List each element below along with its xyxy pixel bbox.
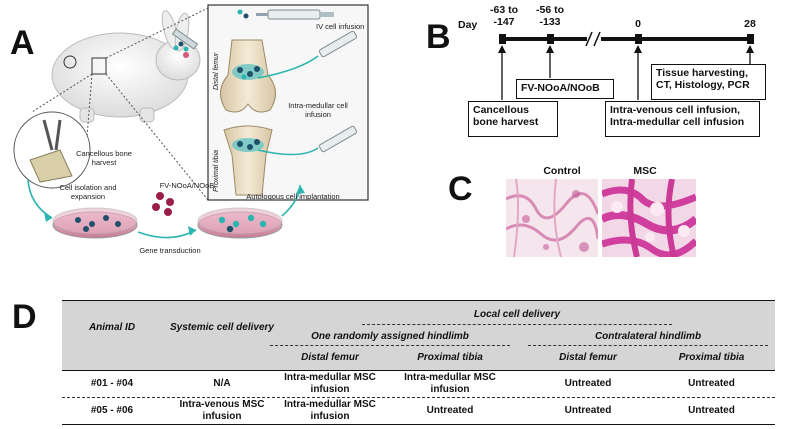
- harvest-box: Cancellous bone harvest: [468, 101, 558, 137]
- rabbit-illustration: [51, 10, 201, 123]
- header-systemic: Systemic cell delivery: [170, 322, 274, 333]
- panel-letter-a: A: [10, 24, 35, 62]
- iv-infusion-label: IV cell infusion: [316, 22, 365, 31]
- intra-medullar-label: Intra-medullar cell infusion: [288, 101, 348, 119]
- gene-transduction-label: Gene transduction: [139, 246, 201, 255]
- header-local: Local cell delivery: [473, 309, 561, 320]
- panel-a-illustration: [13, 4, 369, 239]
- row1-assigned-femur: Intra-medullar MSC infusion: [284, 372, 376, 395]
- iv-syringe-icon: [237, 9, 334, 20]
- tissue-box: Tissue harvesting, CT, Histology, PCR: [651, 64, 766, 100]
- timeline-day-label: Day: [458, 19, 478, 31]
- header-contra-femur: Distal femur: [559, 352, 617, 363]
- fv-label: FV-NOoA/NOoB: [159, 181, 215, 190]
- infusion-box: Intra-venous cell infusion, Intra-medull…: [605, 101, 760, 137]
- femur-illustration: [220, 39, 276, 113]
- row2-contra-femur: Untreated: [564, 405, 612, 416]
- femur-syringe-icon: [257, 30, 358, 79]
- header-contra-tibia: Proximal tibia: [678, 352, 745, 363]
- row1-contra-tibia: Untreated: [688, 378, 735, 389]
- panel-letter-d: D: [12, 298, 37, 336]
- header-assigned-femur: Distal femur: [301, 352, 359, 363]
- control-micrograph: [506, 179, 598, 257]
- virus-particles-icon: [152, 192, 174, 216]
- row2-assigned-tibia: Untreated: [426, 405, 474, 416]
- tibia-illustration: [223, 125, 273, 196]
- timeline-tick-1: -63 to -147: [489, 4, 518, 28]
- row1-assigned-tibia: Intra-medullar MSC infusion: [404, 372, 496, 395]
- timeline-svg: [498, 30, 754, 100]
- ear-syringe-icon: [171, 28, 199, 52]
- header-assigned: One randomly assigned hindlimb: [311, 331, 469, 342]
- header-animal-id: Animal ID: [88, 322, 136, 333]
- panel-letter-c: C: [448, 170, 473, 208]
- control-title: Control: [543, 165, 581, 177]
- cell-delivery-table: Animal ID Systemic cell delivery Local c…: [62, 300, 775, 425]
- tibia-syringe-icon: [257, 125, 358, 156]
- row2-systemic: Intra-venous MSC infusion: [179, 399, 265, 422]
- msc-title: MSC: [633, 165, 657, 177]
- cancellous-harvest-label: Cancellous bone harvest: [76, 149, 132, 167]
- row1-contra-femur: Untreated: [564, 378, 612, 389]
- culture-dish-right: [197, 207, 283, 239]
- header-assigned-tibia: Proximal tibia: [417, 352, 483, 363]
- row2-assigned-femur: Intra-medullar MSC infusion: [284, 399, 376, 422]
- panel-letter-b: B: [426, 18, 451, 56]
- bone-harvest-icon: [13, 111, 91, 189]
- timeline-tick-4: 28: [744, 18, 756, 30]
- row1-systemic: N/A: [213, 378, 231, 389]
- row1-id: #01 - #04: [90, 378, 134, 389]
- row2-contra-tibia: Untreated: [688, 405, 735, 416]
- header-contralateral: Contralateral hindlimb: [594, 331, 702, 342]
- distal-femur-label: Distal femur: [213, 52, 220, 90]
- panel-b: B Day -63 to -147 -56 to -133 0 28 Cance…: [420, 0, 800, 160]
- panel-a: A: [0, 0, 400, 270]
- row2-id: #05 - #06: [90, 405, 134, 416]
- timeline-tick-3: 0: [635, 18, 641, 30]
- culture-dish-left: [52, 207, 138, 239]
- timeline-tick-2: -56 to -133: [535, 4, 564, 28]
- fv-box: FV-NOoA/NOoB: [516, 79, 614, 99]
- cell-isolation-label: Cell isolation and expansion: [59, 183, 117, 201]
- autologous-label: Autologous cell implantation: [246, 192, 340, 201]
- msc-micrograph: [602, 179, 696, 257]
- table-header-background: [62, 300, 775, 370]
